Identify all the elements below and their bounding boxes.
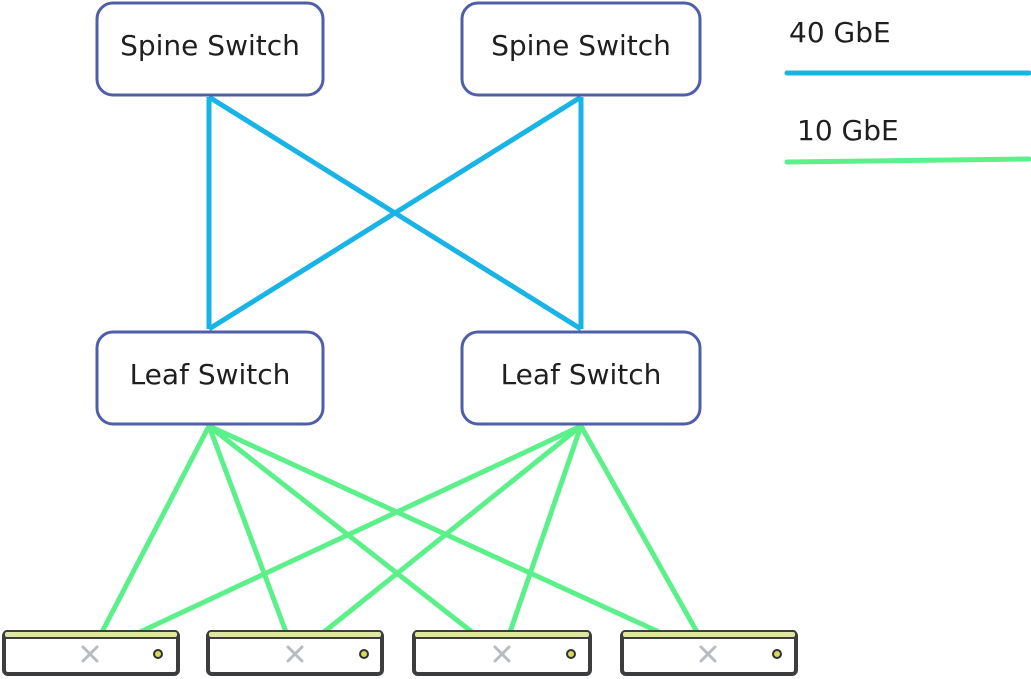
legend: 40 GbE 10 GbE [784,16,1031,165]
server-led-icon [153,649,163,659]
leaf-switch-1[interactable]: Leaf Switch [95,330,325,426]
legend-40gbe-label: 40 GbE [789,16,891,49]
link-leaf2-server4 [578,424,700,634]
server-3[interactable] [412,630,592,676]
link-leaf1-server2 [206,425,289,633]
server-1[interactable] [2,630,180,676]
link-spine2-leaf1 [207,94,583,332]
link-leaf1-server3 [207,424,474,634]
legend-10gbe-swatch [784,156,1031,165]
server-led-icon [359,649,369,659]
leaf-switch-2-label: Leaf Switch [501,358,662,391]
server-2[interactable] [206,630,384,676]
leaf-switch-1-label: Leaf Switch [130,358,291,391]
leaf-server-links [99,423,700,635]
server-led-icon [566,649,576,659]
link-leaf1-server1 [99,424,212,634]
spine-switch-2-label: Spine Switch [491,29,671,62]
spine-switch-1[interactable]: Spine Switch [95,1,325,97]
leaf-switch-2[interactable]: Leaf Switch [460,330,702,426]
server-icon [493,645,511,663]
spine-switch-2[interactable]: Spine Switch [460,1,702,97]
spine-switch-1-label: Spine Switch [120,29,300,62]
link-leaf2-server3 [507,425,584,633]
server-led-icon [772,649,782,659]
spine-leaf-links [206,94,584,332]
server-icon [286,645,304,663]
server-icon [81,645,99,663]
link-leaf1-server4 [207,423,661,635]
server-icon [699,645,717,663]
link-leaf2-server2 [322,424,583,634]
legend-10gbe-label: 10 GbE [797,114,899,147]
server-4[interactable] [620,630,798,676]
link-leaf2-server1 [138,423,583,635]
